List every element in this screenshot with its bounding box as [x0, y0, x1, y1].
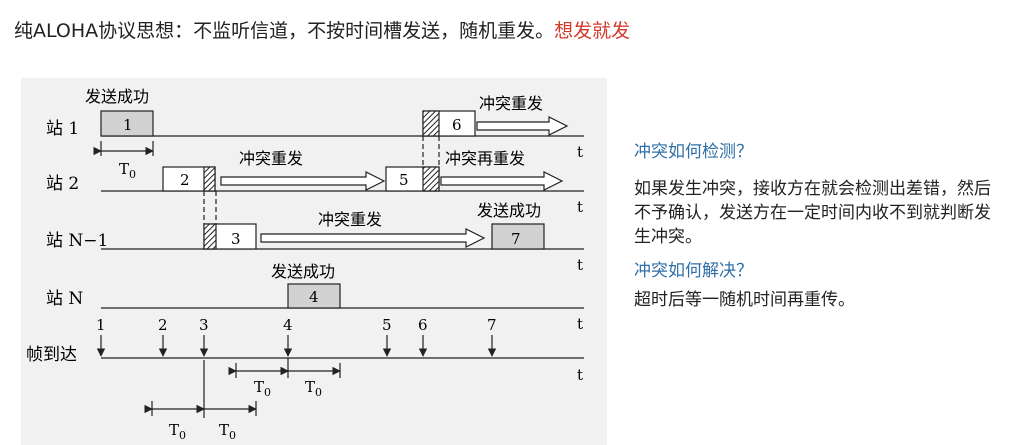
arrival-number-3: 3: [199, 316, 209, 334]
frame-2-collision: [203, 166, 216, 192]
t0-label: T0: [119, 160, 136, 181]
t0-label: T0: [305, 378, 322, 399]
arrival-number-2: 2: [158, 316, 168, 334]
frame-number-4: 4: [309, 288, 319, 306]
t-symbol: t: [577, 143, 583, 161]
aloha-timing-diagram: 站 1 站 2 站 N−1 站 N 帧到达 t t t t t 1 2 3 4 …: [26, 87, 584, 442]
answer-detect: 如果发生冲突，接收方在就会检测出差错，然后不予确认，发送方在一定时间内收不到就判…: [634, 179, 991, 247]
header-highlight: 想发就发: [554, 20, 631, 42]
label-retx-6: 冲突重发: [479, 94, 543, 113]
header-line: 纯ALOHA协议思想：不监听信道，不按时间槽发送，随机重发。想发就发: [14, 16, 630, 43]
frame-number-5: 5: [399, 171, 409, 189]
t-symbol: t: [577, 315, 583, 333]
header-text: 纯ALOHA协议思想：不监听信道，不按时间槽发送，随机重发。: [14, 20, 555, 42]
retransmit-arrow: [476, 116, 569, 136]
frame-5-collision: [422, 166, 440, 192]
retransmit-arrow: [220, 171, 386, 191]
frame-number-1: 1: [123, 116, 133, 134]
label-success-4: 发送成功: [271, 262, 335, 281]
t-symbol: t: [577, 198, 583, 216]
frame-1: [100, 110, 154, 137]
station-label-2: 站 2: [46, 174, 79, 194]
station-label-n: 站 N: [46, 289, 83, 309]
t0-label: T0: [169, 421, 186, 442]
frame-4: [287, 283, 341, 309]
retransmit-arrow: [260, 228, 486, 248]
answer-resolve: 超时后等一随机时间再重传。: [634, 290, 855, 310]
frame-3-collision: [203, 223, 217, 250]
arrival-number-1: 1: [96, 316, 106, 334]
frame-number-3: 3: [231, 230, 241, 248]
t-symbol: t: [577, 256, 583, 274]
frame-6-collision: [422, 110, 440, 137]
arrival-number-4: 4: [283, 316, 293, 334]
frame-number-7: 7: [511, 230, 521, 248]
arrival-number-5: 5: [382, 316, 392, 334]
arrival-row-label: 帧到达: [26, 345, 77, 365]
frame-number-6: 6: [452, 116, 462, 134]
arrival-number-6: 6: [418, 316, 428, 334]
t0-label: T0: [219, 421, 236, 442]
label-retx-3: 冲突重发: [318, 210, 382, 229]
label-success-1: 发送成功: [85, 87, 149, 106]
retransmit-arrow: [440, 171, 564, 191]
station-label-1: 站 1: [46, 119, 79, 139]
station-label-n-1: 站 N−1: [46, 231, 108, 251]
question-detect: 冲突如何检测？: [634, 142, 753, 162]
question-resolve: 冲突如何解决？: [634, 261, 753, 281]
t-symbol: t: [577, 366, 583, 384]
label-retx-again: 冲突再重发: [445, 149, 525, 168]
t0-label: T0: [254, 378, 271, 399]
label-retx-2: 冲突重发: [239, 149, 303, 168]
frame-7: [491, 223, 545, 250]
aloha-diagram-panel: 站 1 站 2 站 N−1 站 N 帧到达 t t t t t 1 2 3 4 …: [21, 78, 607, 445]
arrival-number-7: 7: [487, 316, 497, 334]
frame-number-2: 2: [180, 171, 190, 189]
label-success-7: 发送成功: [477, 201, 541, 220]
